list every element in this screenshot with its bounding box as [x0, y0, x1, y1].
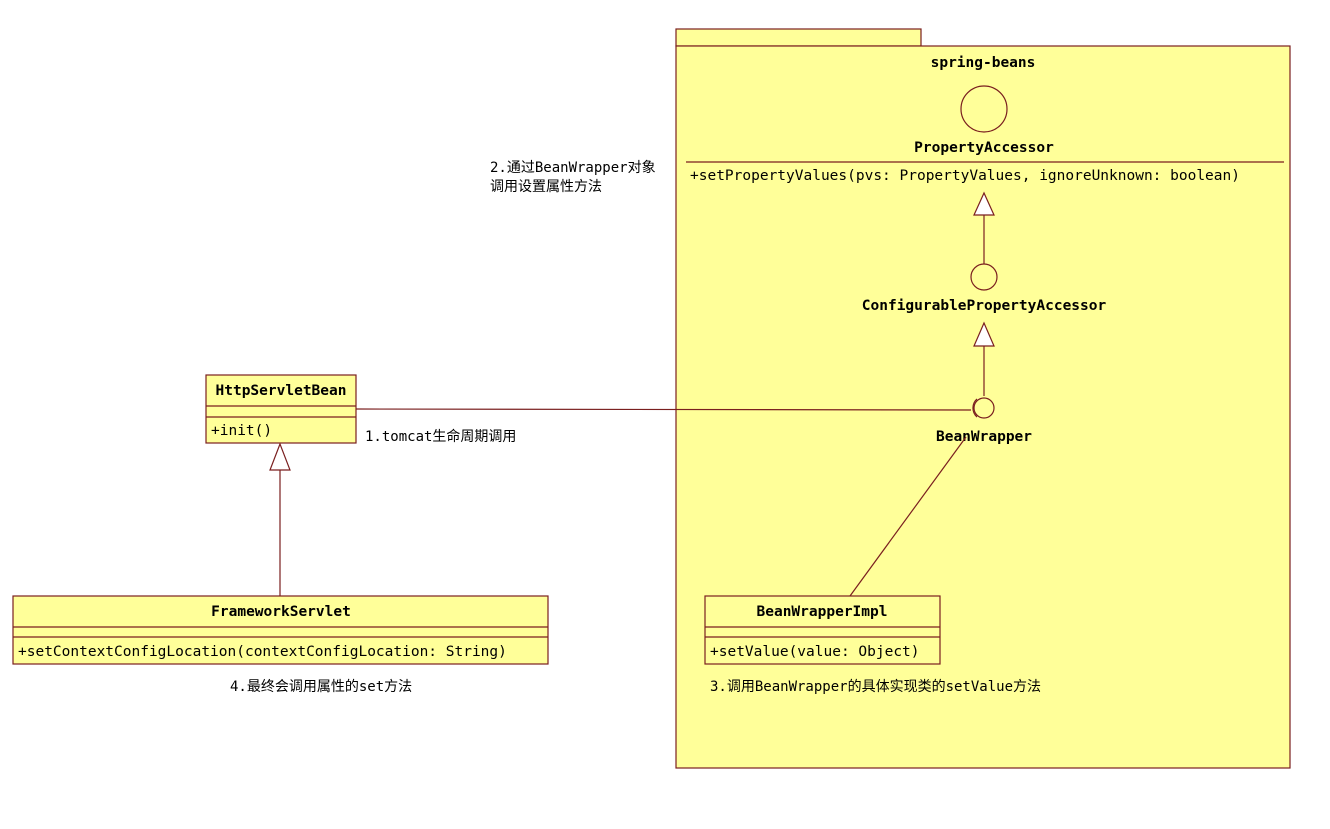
interface-property-accessor[interactable]: PropertyAccessor +setPropertyValues(pvs:…: [686, 85, 1284, 184]
class-bean-wrapper-impl[interactable]: BeanWrapperImpl +setValue(value: Object): [704, 595, 941, 665]
interface-bean-wrapper[interactable]: BeanWrapper: [936, 397, 1032, 445]
bean-wrapper-impl-box: [704, 595, 941, 665]
generalization-fs-to-hsb: [269, 442, 291, 596]
bean-wrapper-socket-icon: [972, 398, 978, 418]
package-tab: [675, 28, 922, 47]
property-accessor-name: PropertyAccessor: [914, 140, 1054, 156]
generalization-arrowhead-icon: [973, 191, 995, 216]
http-servlet-bean-method: +init(): [211, 423, 272, 439]
bean-wrapper-name: BeanWrapper: [936, 429, 1032, 445]
generalization-arrowhead-icon: [269, 442, 291, 471]
note-step3: 3.调用BeanWrapper的具体实现类的setValue方法: [710, 679, 1041, 695]
class-framework-servlet[interactable]: FrameworkServlet +setContextConfigLocati…: [12, 595, 549, 665]
interface-configurable-property-accessor[interactable]: ConfigurablePropertyAccessor: [862, 263, 1107, 314]
configurable-property-accessor-lollipop-icon: [970, 263, 998, 291]
package-name: spring-beans: [931, 55, 1036, 71]
generalization-arrowhead-icon: [973, 321, 995, 347]
note-step1: 1.tomcat生命周期调用: [365, 428, 516, 445]
property-accessor-method: +setPropertyValues(pvs: PropertyValues, …: [690, 168, 1240, 184]
bean-wrapper-impl-name: BeanWrapperImpl: [757, 604, 888, 620]
note-step4: 4.最终会调用属性的set方法: [230, 679, 412, 695]
class-http-servlet-bean[interactable]: HttpServletBean +init(): [205, 374, 357, 444]
realization-line-bwimpl-to-bw: [849, 436, 967, 597]
bean-wrapper-lollipop-icon: [973, 397, 995, 419]
usage-line-hsb-to-bw: [355, 408, 972, 411]
property-accessor-lollipop-icon: [960, 85, 1008, 133]
generalization-bw-to-cpa: [973, 321, 995, 396]
http-servlet-bean-name: HttpServletBean: [216, 383, 347, 399]
framework-servlet-method: +setContextConfigLocation(contextConfigL…: [18, 644, 507, 660]
framework-servlet-box: [12, 595, 549, 665]
note-step2-line1: 2.通过BeanWrapper对象: [490, 160, 656, 176]
bean-wrapper-impl-method: +setValue(value: Object): [710, 644, 920, 660]
note-step2-line2: 调用设置属性方法: [490, 179, 602, 195]
configurable-property-accessor-name: ConfigurablePropertyAccessor: [862, 298, 1107, 314]
http-servlet-bean-box: [205, 374, 357, 444]
framework-servlet-name: FrameworkServlet: [211, 604, 351, 620]
generalization-cpa-to-pa: [973, 191, 995, 264]
